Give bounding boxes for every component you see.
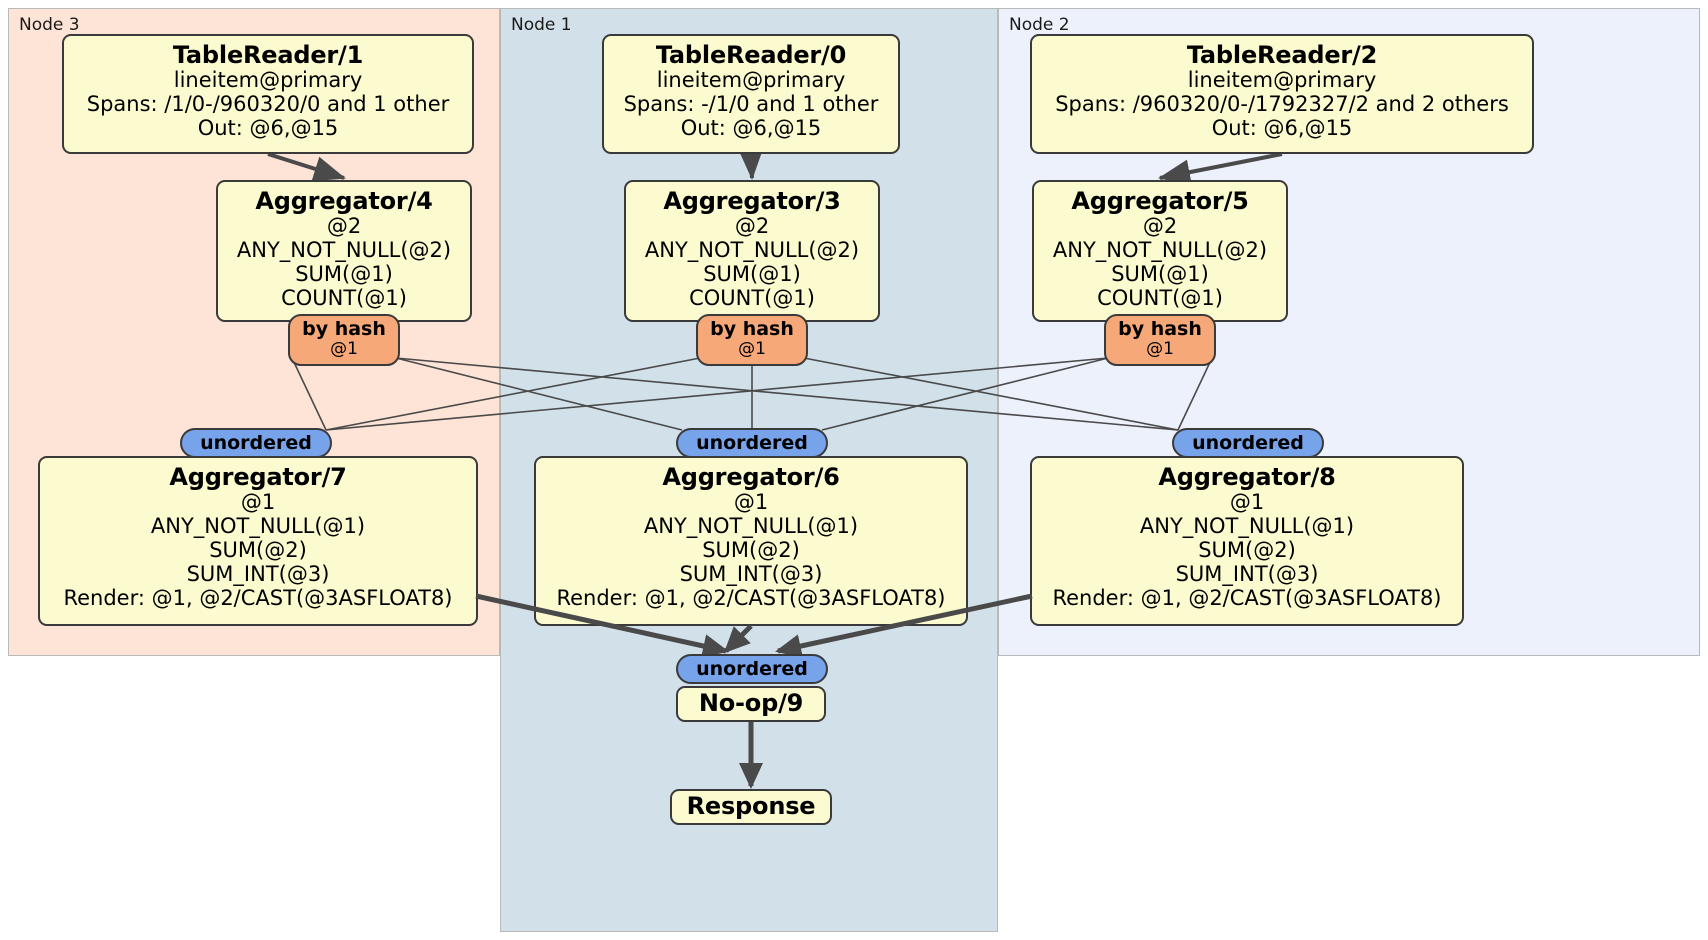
- processor-detail-line: ANY_NOT_NULL(@2): [644, 238, 860, 263]
- processor-detail-line: Render: @1, @2/CAST(@3ASFLOAT8): [63, 586, 453, 611]
- processor-title: Aggregator/6: [662, 463, 840, 491]
- routing-badge-by-hash[interactable]: by hash@1: [696, 314, 808, 366]
- badge-label: unordered: [696, 432, 808, 454]
- routing-badge-by-hash[interactable]: by hash@1: [1104, 314, 1216, 366]
- processor-detail-line: lineitem@primary: [656, 68, 846, 93]
- processor-detail-line: ANY_NOT_NULL(@2): [1052, 238, 1268, 263]
- routing-badge-unordered[interactable]: unordered: [676, 428, 828, 458]
- processor-detail-line: @2: [734, 214, 770, 239]
- processor-detail-line: Render: @1, @2/CAST(@3ASFLOAT8): [556, 586, 946, 611]
- node-region-label: Node 2: [1009, 15, 1070, 35]
- processor-detail-line: SUM(@1): [295, 262, 393, 287]
- processor-detail-line: Out: @6,@15: [197, 116, 339, 141]
- processor-detail-line: Out: @6,@15: [680, 116, 822, 141]
- processor-detail-line: lineitem@primary: [173, 68, 363, 93]
- processor-detail-line: @1: [1229, 490, 1265, 515]
- badge-label: by hash: [1118, 318, 1202, 340]
- processor-title: Aggregator/5: [1071, 187, 1249, 215]
- node-region-label: Node 3: [19, 15, 80, 35]
- processor-detail-line: SUM_INT(@3): [1175, 562, 1319, 587]
- processor-title: Aggregator/7: [169, 463, 347, 491]
- processor-detail-line: Out: @6,@15: [1211, 116, 1353, 141]
- processor-detail-line: COUNT(@1): [281, 286, 407, 311]
- processor-response[interactable]: Response: [670, 789, 832, 825]
- processor-noop9[interactable]: No-op/9: [676, 686, 826, 722]
- processor-detail-line: SUM(@1): [703, 262, 801, 287]
- badge-sublabel: @1: [738, 338, 766, 359]
- processor-detail-line: @1: [733, 490, 769, 515]
- badge-label: unordered: [1192, 432, 1304, 454]
- processor-detail-line: @2: [1142, 214, 1178, 239]
- routing-badge-unordered[interactable]: unordered: [1172, 428, 1324, 458]
- processor-detail-line: COUNT(@1): [689, 286, 815, 311]
- processor-title: No-op/9: [698, 689, 804, 718]
- routing-badge-unordered[interactable]: unordered: [676, 654, 828, 684]
- processor-detail-line: ANY_NOT_NULL(@1): [150, 514, 366, 539]
- processor-detail-line: SUM_INT(@3): [679, 562, 823, 587]
- processor-detail-line: lineitem@primary: [1187, 68, 1377, 93]
- processor-detail-line: ANY_NOT_NULL(@1): [1139, 514, 1355, 539]
- processor-detail-line: Render: @1, @2/CAST(@3ASFLOAT8): [1052, 586, 1442, 611]
- processor-detail-line: SUM(@1): [1111, 262, 1209, 287]
- badge-label: unordered: [696, 658, 808, 680]
- processor-detail-line: ANY_NOT_NULL(@1): [643, 514, 859, 539]
- processor-title: Aggregator/4: [255, 187, 433, 215]
- processor-title: TableReader/0: [655, 41, 847, 69]
- processor-title: TableReader/2: [1186, 41, 1378, 69]
- processor-detail-line: SUM(@2): [702, 538, 800, 563]
- processor-detail-line: ANY_NOT_NULL(@2): [236, 238, 452, 263]
- processor-title: TableReader/1: [172, 41, 364, 69]
- node-region-label: Node 1: [511, 15, 572, 35]
- routing-badge-by-hash[interactable]: by hash@1: [288, 314, 400, 366]
- processor-title: Aggregator/3: [663, 187, 841, 215]
- processor-detail-line: Spans: /960320/0-/1792327/2 and 2 others: [1055, 92, 1509, 117]
- processor-detail-line: SUM(@2): [209, 538, 307, 563]
- badge-label: by hash: [710, 318, 794, 340]
- processor-detail-line: COUNT(@1): [1097, 286, 1223, 311]
- processor-detail-line: Spans: /1/0-/960320/0 and 1 other: [86, 92, 450, 117]
- processor-title: Aggregator/8: [1158, 463, 1336, 491]
- badge-label: unordered: [200, 432, 312, 454]
- badge-label: by hash: [302, 318, 386, 340]
- badge-sublabel: @1: [330, 338, 358, 359]
- processor-title: Response: [686, 792, 816, 821]
- processor-detail-line: Spans: -/1/0 and 1 other: [623, 92, 879, 117]
- processor-detail-line: SUM(@2): [1198, 538, 1296, 563]
- processor-detail-line: SUM_INT(@3): [186, 562, 330, 587]
- badge-sublabel: @1: [1146, 338, 1174, 359]
- routing-badge-unordered[interactable]: unordered: [180, 428, 332, 458]
- processor-detail-line: @1: [240, 490, 276, 515]
- processor-detail-line: @2: [326, 214, 362, 239]
